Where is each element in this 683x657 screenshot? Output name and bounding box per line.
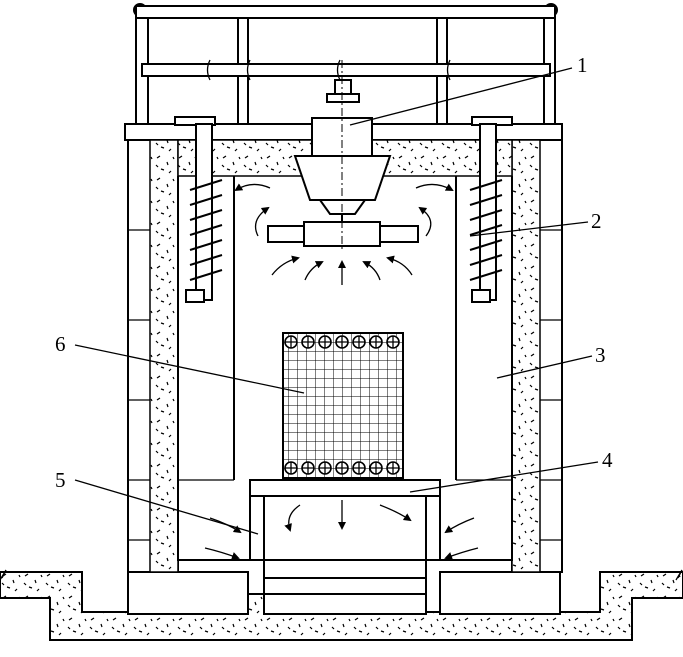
workpiece-cross xyxy=(353,336,365,348)
work-basket xyxy=(282,332,404,479)
workpiece-cross xyxy=(353,462,365,474)
heating-elements xyxy=(185,123,503,303)
workpiece-cross xyxy=(302,462,314,474)
workpiece-cross xyxy=(370,462,382,474)
workpiece-cross xyxy=(319,462,331,474)
label-4: 4 xyxy=(602,448,613,472)
label-2: 2 xyxy=(591,209,602,233)
top-frame xyxy=(124,3,563,141)
workpiece-cross xyxy=(336,462,348,474)
fan-assembly xyxy=(267,60,419,250)
support-stand xyxy=(249,479,441,615)
workpiece-cross xyxy=(387,336,399,348)
workpiece-cross xyxy=(387,462,399,474)
workpiece-cross xyxy=(285,336,297,348)
workpiece-cross xyxy=(336,336,348,348)
label-1: 1 xyxy=(577,53,588,77)
leader-lines xyxy=(74,67,599,535)
label-6: 6 xyxy=(55,332,66,356)
workpiece-cross xyxy=(319,336,331,348)
label-3: 3 xyxy=(595,343,606,367)
furnace-walls xyxy=(127,139,563,573)
label-5: 5 xyxy=(55,468,66,492)
workpiece-cross xyxy=(302,336,314,348)
workpiece-cross xyxy=(370,336,382,348)
workpiece-cross xyxy=(285,462,297,474)
